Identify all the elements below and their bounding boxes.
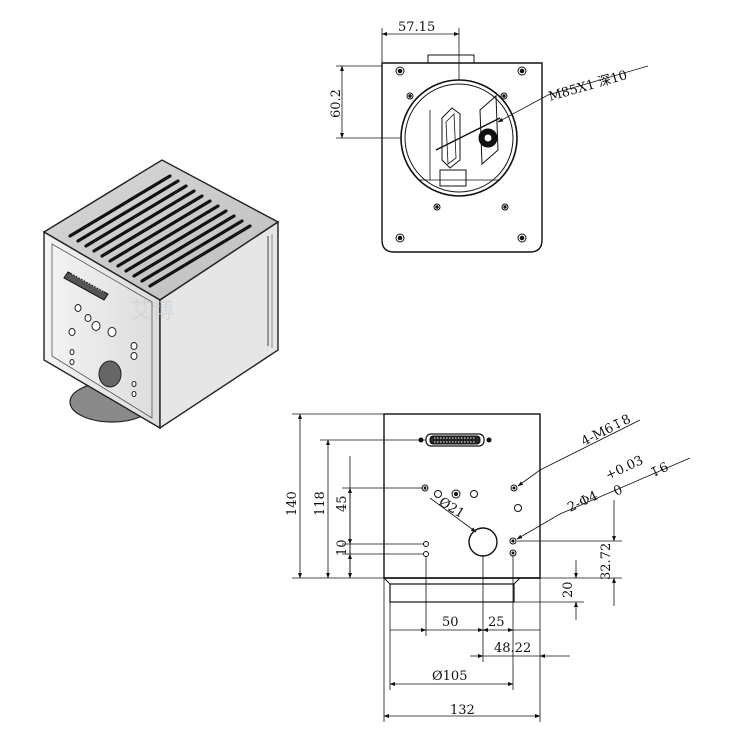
iso-aperture [98,360,122,388]
top-view [336,28,649,253]
mount-hole-callout: 4-M6↧8 [579,412,633,450]
dim-right-height: 32.72 [599,543,614,580]
dim-hole-row: 45 [335,495,350,512]
front-view-holes [421,484,522,557]
top-view-body [381,62,543,253]
dim-aperture: Ø21 [436,495,467,522]
iso-side-face [159,220,279,430]
thread-callout: M85X1 深10 [547,68,629,105]
top-view-screws [395,66,527,243]
top-view-galvo-mirrors [420,94,501,187]
dim-48-22: 48.22 [494,641,531,656]
isometric-view: 艾博 [42,159,280,430]
iso-heatsink-fins [68,174,252,288]
dim-top-height: 60.2 [329,89,344,118]
front-view-aperture [468,527,498,557]
iso-holes [68,304,138,397]
dim-port-height: 118 [313,491,328,516]
front-view-db-connector [418,433,492,447]
front-view-flange [389,583,515,603]
dim-25: 25 [488,615,505,630]
dim-flange-height: 20 [561,581,576,598]
pin-tolerance-lower: 0 [611,483,625,500]
iso-db-connector [63,271,109,301]
top-view-connector-tab [427,54,475,64]
dim-total-height: 140 [285,491,300,516]
dim-50: 50 [442,615,459,630]
dim-lower-spacing: 10 [335,539,350,556]
iso-watermark: 艾博 [130,299,174,324]
pin-depth: ↧6 [647,460,671,482]
pin-tolerance-upper: +0.03 [603,453,645,483]
dim-flange-dia: Ø105 [432,669,467,684]
front-view [292,413,691,722]
dim-top-width: 57.15 [398,20,435,35]
pin-hole-callout: 2-Φ4 [565,489,600,516]
dim-total-width: 132 [450,703,475,718]
